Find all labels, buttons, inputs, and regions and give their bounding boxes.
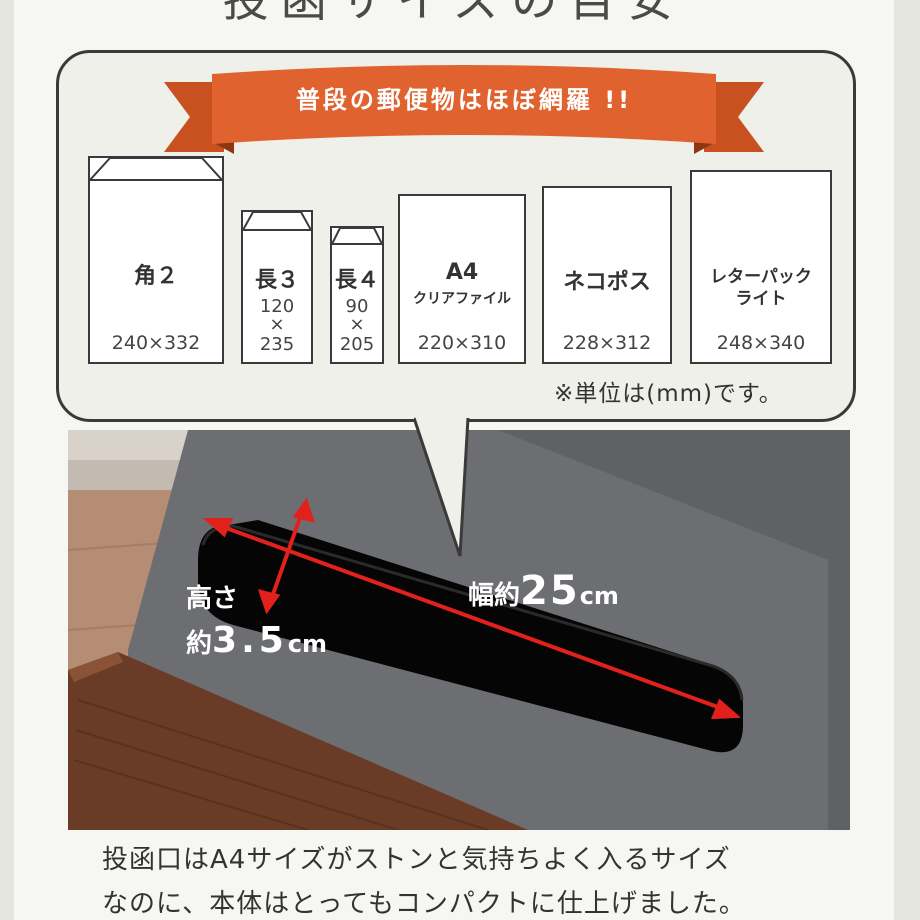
bubble-tail xyxy=(414,416,470,557)
envelope-size-width: 90 xyxy=(345,296,369,317)
width-unit: cm xyxy=(579,582,619,610)
envelope-size: 220×310 xyxy=(417,332,507,354)
page-title: 投函サイズの目安 xyxy=(222,0,686,27)
envelope-size-times: × xyxy=(269,314,285,335)
envelope-name: レターパック xyxy=(710,267,812,287)
envelope-naga4: 長４ 90 × 205 xyxy=(330,226,384,364)
envelope-name: 角２ xyxy=(133,264,178,289)
height-prefix: 約 xyxy=(186,629,213,659)
caption-line-2: なのに、本体はとってもコンパクトに仕上げました。 xyxy=(102,889,746,919)
ribbon-banner xyxy=(164,65,764,154)
height-label-text: 高さ xyxy=(186,584,239,614)
envelope-flap xyxy=(243,212,311,231)
content-panel: 投函サイズの目安 xyxy=(14,0,894,920)
product-photo xyxy=(68,430,850,830)
envelope-a4-clearfile: A4 クリアファイル 220×310 xyxy=(398,194,526,364)
envelope-name: A4 xyxy=(445,260,479,285)
width-arrow xyxy=(202,518,742,720)
width-value: 25 xyxy=(520,568,580,614)
envelope-name: ネコポス xyxy=(563,270,651,295)
envelope-size: 248×340 xyxy=(716,332,806,354)
envelope-naga3: 長３ 120 × 235 xyxy=(241,210,313,364)
envelope-size-height: 205 xyxy=(339,334,375,355)
envelope-size-width: 120 xyxy=(259,296,295,317)
envelope-size: 228×312 xyxy=(562,332,652,354)
envelope-size: 240×332 xyxy=(111,332,201,354)
height-value: 3.5 xyxy=(212,620,288,661)
envelope-size-height: 235 xyxy=(259,334,295,355)
height-label: 高さ 約3.5cm xyxy=(186,578,327,665)
height-arrow xyxy=(257,497,316,615)
mailbox-illustration xyxy=(68,430,850,830)
ribbon-text: 普段の郵便物はほぼ網羅 !! xyxy=(295,86,633,114)
width-label: 幅約25cm xyxy=(468,568,619,614)
envelope-name: 長４ xyxy=(334,268,379,293)
caption-line-1: 投函口はA4サイズがストンと気持ちよく入るサイズ xyxy=(102,845,731,875)
unit-note: ※単位は(mm)です。 xyxy=(554,381,783,407)
envelope-letterpack-light: レターパック ライト 248×340 xyxy=(690,170,832,364)
envelope-size-times: × xyxy=(349,314,365,335)
envelope-kaku2: 角２ 240×332 xyxy=(88,156,224,364)
height-unit: cm xyxy=(287,630,328,658)
envelope-name-line2: ライト xyxy=(735,289,787,309)
envelope-nekopos: ネコポス 228×312 xyxy=(542,186,672,364)
width-label-text: 幅約 xyxy=(468,581,521,611)
envelope-flap xyxy=(332,228,382,245)
caption: 投函口はA4サイズがストンと気持ちよく入るサイズ なのに、本体はとってもコンパク… xyxy=(102,838,862,920)
envelope-name: 長３ xyxy=(254,268,299,293)
envelope-flap xyxy=(90,158,222,181)
envelope-subname: クリアファイル xyxy=(413,291,511,307)
